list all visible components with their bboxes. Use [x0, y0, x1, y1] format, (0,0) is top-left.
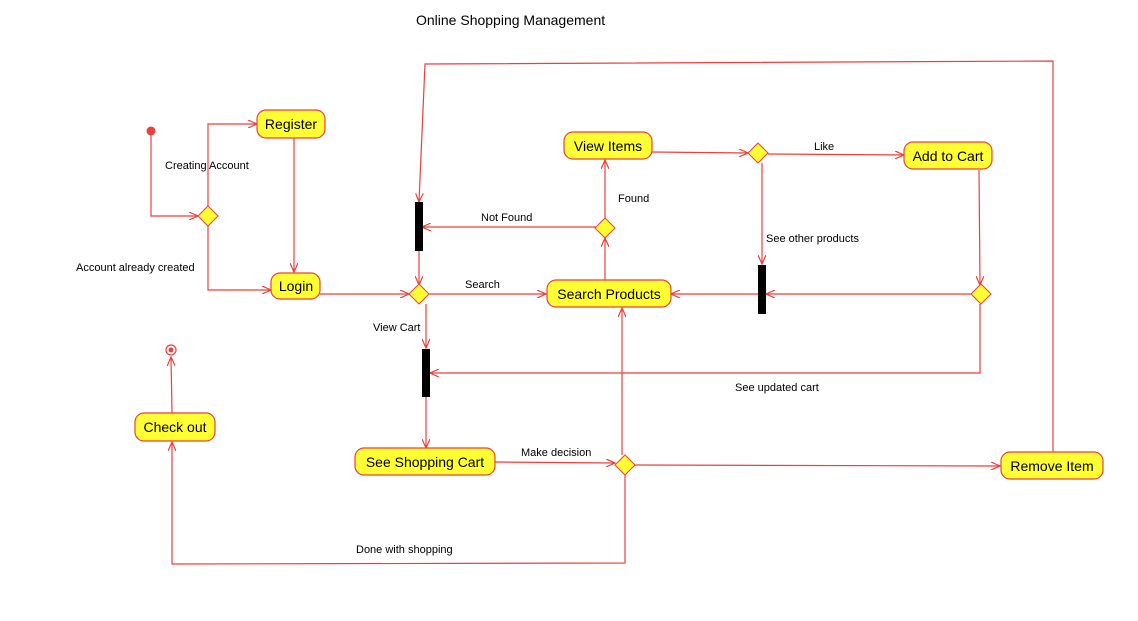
node-search-products: Search Products — [546, 279, 672, 308]
edge-to-login-direct — [207, 226, 271, 290]
label-done-with-shopping: Done with shopping — [356, 544, 453, 556]
edge-make-decision — [494, 462, 615, 463]
node-view-items-label: View Items — [574, 138, 642, 154]
node-register-label: Register — [265, 116, 317, 132]
decision-account — [197, 205, 219, 227]
node-see-shopping-cart: See Shopping Cart — [354, 447, 496, 476]
decision-found — [594, 217, 616, 239]
edge-checkout-to-end — [171, 357, 172, 414]
sync-bar-1 — [415, 202, 423, 251]
label-found: Found — [618, 193, 649, 205]
edge-remove-loop — [419, 60, 1054, 452]
edge-to-remove-item — [633, 465, 1000, 466]
node-remove-item: Remove Item — [1000, 451, 1104, 480]
label-creating-account: Creating Account — [165, 160, 249, 172]
edge-to-register — [207, 124, 257, 206]
decision-after-add — [970, 283, 992, 305]
node-view-items: View Items — [563, 131, 653, 160]
node-register: Register — [256, 109, 326, 139]
node-remove-item-label: Remove Item — [1010, 458, 1093, 474]
node-check-out-label: Check out — [143, 419, 206, 435]
sync-bar-3 — [422, 349, 430, 397]
diagram-title: Online Shopping Management — [416, 12, 605, 28]
label-make-decision: Make decision — [521, 447, 591, 459]
final-node — [165, 344, 177, 356]
node-check-out: Check out — [134, 412, 216, 442]
label-like: Like — [814, 141, 834, 153]
decision-make — [614, 454, 636, 476]
edge-items-to-like-decision — [651, 152, 748, 153]
label-view-cart: View Cart — [373, 322, 420, 334]
label-see-other-products: See other products — [766, 233, 859, 245]
edge-see-updated-cart — [430, 304, 981, 373]
edge-start-to-decision — [150, 131, 198, 216]
node-search-products-label: Search Products — [557, 286, 661, 302]
node-add-to-cart: Add to Cart — [903, 141, 993, 170]
edge-cart-to-decision — [979, 169, 980, 285]
node-login: Login — [270, 272, 321, 300]
node-see-shopping-cart-label: See Shopping Cart — [366, 454, 484, 470]
decision-like — [747, 142, 769, 164]
initial-node — [146, 126, 156, 136]
edge-done-with-shopping — [172, 442, 626, 565]
edge-like — [767, 154, 904, 155]
node-add-to-cart-label: Add to Cart — [913, 148, 984, 164]
node-login-label: Login — [279, 278, 313, 294]
sync-bar-2 — [758, 265, 766, 314]
label-search: Search — [465, 279, 500, 291]
label-account-already-created: Account already created — [76, 262, 195, 274]
label-not-found: Not Found — [481, 212, 532, 224]
decision-search-or-cart — [408, 283, 430, 305]
label-see-updated-cart: See updated cart — [735, 382, 819, 394]
